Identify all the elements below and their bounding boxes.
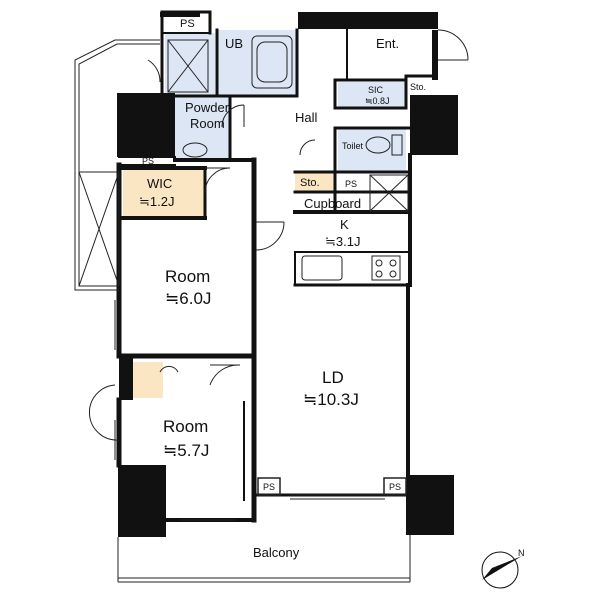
- ent-label: Ent.: [376, 36, 399, 51]
- ps-top-label: PS: [180, 18, 195, 30]
- column-right-upper: [410, 95, 458, 155]
- closet-fill: [133, 362, 163, 398]
- ld-label-line2: ≒10.3J: [303, 390, 359, 409]
- hall-label: Hall: [295, 110, 318, 125]
- column-left-upper: [117, 93, 175, 157]
- sto-fill: [295, 172, 335, 192]
- ps-left-label: PS: [142, 156, 154, 166]
- room1-label-line2: ≒6.0J: [165, 289, 211, 308]
- column-left-mid: [119, 356, 133, 400]
- powder-room-label-line1: Powder: [185, 100, 230, 115]
- sto-ent-label: Sto.: [410, 82, 426, 92]
- powder-room-fill: [175, 96, 230, 160]
- wic-label-line2: ≒1.2J: [139, 194, 174, 209]
- sic-label-line2: ≒0.8J: [365, 96, 390, 106]
- compass-icon: N: [481, 548, 525, 589]
- cupboard-label: Cupboard: [304, 196, 361, 211]
- ld-label-line1: LD: [322, 368, 344, 387]
- ub-label: UB: [225, 36, 243, 51]
- walls: [116, 10, 434, 523]
- toilet-label: Toilet: [342, 141, 364, 151]
- ps-mid-label: PS: [345, 179, 357, 189]
- balcony-label: Balcony: [253, 545, 300, 560]
- room2-label-line1: Room: [163, 417, 208, 436]
- column-bottom-left: [118, 465, 166, 537]
- column-ent: [432, 30, 438, 80]
- column-top-right: [298, 12, 438, 29]
- room1-label-line1: Room: [165, 267, 210, 286]
- room2-label-line2: ≒5.7J: [163, 441, 209, 460]
- sic-label-line1: SIC: [368, 85, 384, 95]
- thin-lines: [74, 29, 469, 583]
- k-label-line1: K: [340, 217, 349, 232]
- ps-bottom-right-label: PS: [389, 482, 401, 492]
- sto-label: Sto.: [300, 177, 320, 189]
- powder-room-label-line2: Room: [190, 116, 225, 131]
- column-top-left: [160, 12, 200, 17]
- column-bottom-right: [406, 475, 454, 535]
- compass-north-label: N: [518, 548, 525, 558]
- wic-label-line1: WIC: [147, 176, 172, 191]
- k-label-line2: ≒3.1J: [325, 234, 360, 249]
- ps-bottom-left-label: PS: [263, 482, 275, 492]
- wic-fill: [123, 170, 205, 218]
- sic-fill: [338, 82, 406, 108]
